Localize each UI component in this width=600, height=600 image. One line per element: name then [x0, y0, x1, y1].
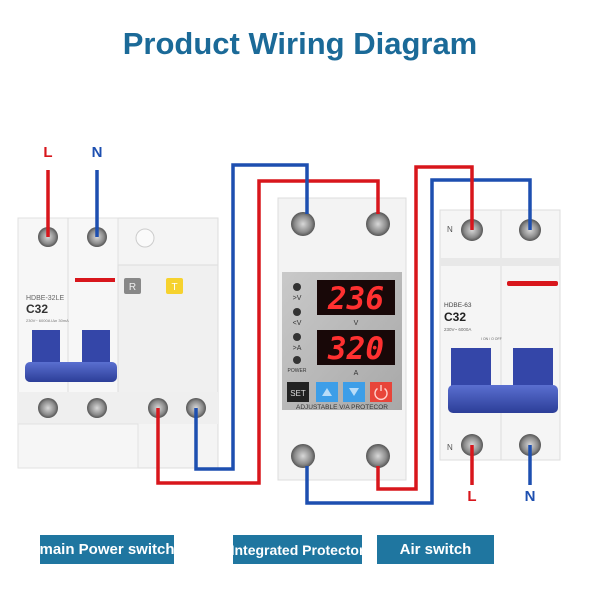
led-indicator — [293, 308, 301, 316]
voltage-display — [317, 280, 395, 315]
live-wire-protector-to-air — [376, 165, 474, 491]
led-indicator — [293, 356, 301, 364]
led-indicator — [293, 283, 301, 291]
indicator-label: <V — [293, 320, 302, 327]
specs-text: 230V~ 6000A IΔn 30mA — [26, 318, 69, 323]
screw-terminal — [366, 212, 390, 236]
main-power-switch-label: main Power switch — [39, 535, 175, 564]
n-mark: N — [447, 225, 453, 234]
rating-text: C32 — [26, 302, 48, 316]
screw-terminal — [366, 444, 390, 468]
page-title: Product Wiring Diagram — [122, 26, 478, 61]
current-unit: A — [354, 370, 359, 377]
screw-terminal — [38, 398, 58, 418]
on-off-text: I ON / O OFF — [481, 337, 502, 341]
voltage-value: 236 — [327, 281, 384, 317]
current-value: 320 — [327, 331, 384, 367]
current-display — [317, 330, 395, 365]
live-output-label: L — [467, 488, 476, 505]
rating-text: C32 — [444, 310, 466, 324]
breaker-handle[interactable] — [25, 362, 117, 382]
power-icon — [374, 385, 388, 400]
main-power-switch: HDBE-32LE C32 230V~ 6000A IΔn 30mA R T — [17, 217, 219, 469]
neutral-output-label: N — [525, 488, 536, 505]
set-button[interactable] — [287, 382, 309, 402]
integrated-protector-label: Integrated Protector — [231, 535, 364, 564]
indicator-label: POWER — [288, 368, 307, 374]
red-stripe — [75, 278, 115, 282]
model-text: HDBE-63 — [444, 302, 472, 309]
reset-button[interactable] — [124, 278, 141, 294]
test-key-label: T — [171, 282, 177, 293]
voltage-unit: V — [354, 320, 359, 327]
indicator-label: >A — [293, 345, 302, 352]
reset-key-label: R — [129, 282, 136, 293]
air-switch-label: Air switch — [377, 535, 494, 564]
led-indicator — [293, 333, 301, 341]
integrated-protector: 236 V 320 A >V <V >A POWER SET ADJUSTABL… — [277, 197, 407, 481]
air-switch: N HDBE-63 C32 230V~ 6000A I ON / O OFF N — [439, 209, 561, 461]
red-stripe — [507, 281, 558, 286]
breaker-handle[interactable] — [448, 385, 558, 413]
down-arrow-icon — [349, 388, 359, 396]
protector-caption: ADJUSTABLE V/A PROTECOR — [296, 404, 388, 411]
screw-terminal — [87, 398, 107, 418]
live-input-label: L — [43, 144, 52, 161]
up-arrow-icon — [322, 388, 332, 396]
live-wire-main-to-protector — [156, 179, 380, 485]
screw-terminal — [291, 212, 315, 236]
neutral-wire-protector-to-air — [305, 178, 532, 505]
set-label: SET — [290, 389, 306, 398]
screw-terminal — [291, 444, 315, 468]
neutral-wire-main-to-protector — [194, 163, 309, 471]
neutral-input-label: N — [92, 144, 103, 161]
specs-text: 230V~ 6000A — [444, 327, 471, 332]
test-button[interactable] — [166, 278, 183, 294]
model-text: HDBE-32LE — [26, 295, 64, 302]
indicator-label: >V — [293, 295, 302, 302]
indicator-window — [135, 228, 155, 248]
n-mark: N — [447, 443, 453, 452]
